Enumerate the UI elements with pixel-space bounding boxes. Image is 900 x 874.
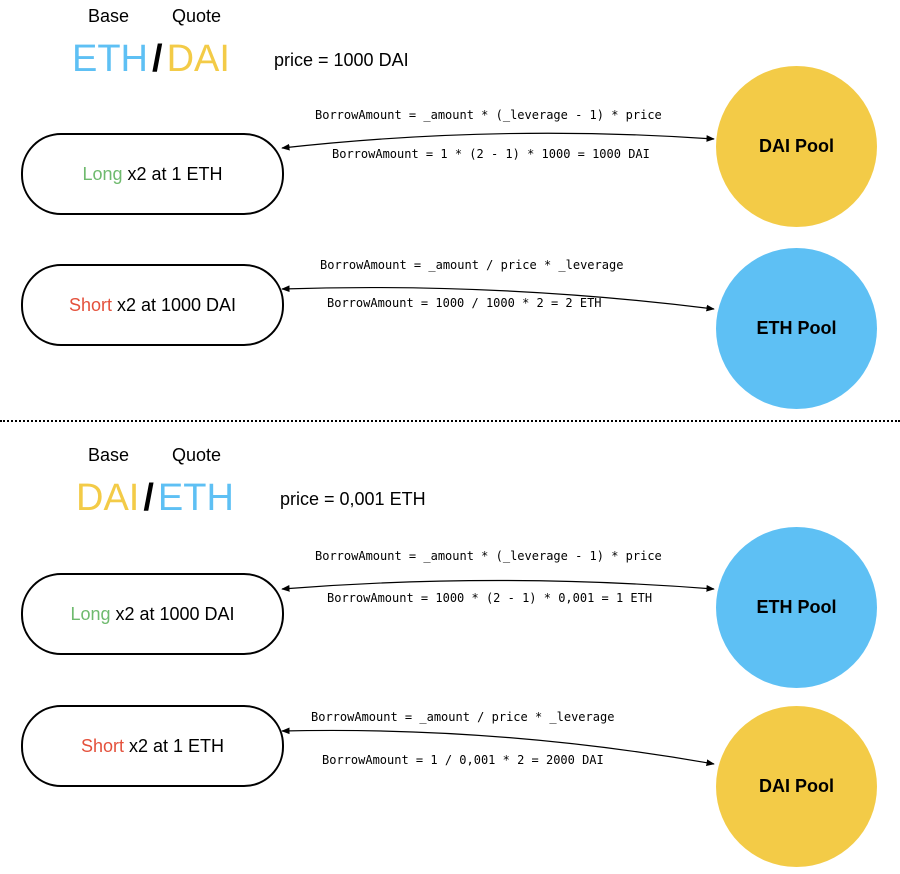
pair-title: DAI/ETH	[76, 477, 234, 520]
short-word: Short	[68, 294, 112, 315]
dai-pool-circle: DAI Pool	[716, 66, 877, 227]
base-label: Base	[88, 6, 130, 26]
dai-pool-circle: DAI Pool	[716, 706, 877, 867]
long-word: Long	[82, 163, 123, 184]
quote-label: Quote	[172, 445, 222, 465]
quote-token: DAI	[166, 38, 230, 80]
eth-pool-circle: ETH Pool	[716, 527, 877, 688]
base-token: DAI	[76, 477, 140, 519]
long-borrow-arrow	[281, 579, 715, 592]
base-label: Base	[88, 445, 130, 465]
long-formula: BorrowAmount = _amount * (_leverage - 1)…	[315, 108, 662, 122]
pair-slash: /	[143, 477, 154, 519]
long-position-text: x2 at 1000 DAI	[115, 603, 235, 624]
base-token: ETH	[72, 38, 148, 80]
pool-label: DAI Pool	[759, 776, 834, 796]
short-borrow-arrow	[281, 727, 715, 767]
pool-label: ETH Pool	[756, 318, 837, 338]
short-formula: BorrowAmount = _amount / price * _levera…	[311, 710, 615, 724]
long-position-text: x2 at 1 ETH	[127, 163, 223, 184]
long-word: Long	[70, 603, 111, 624]
long-borrow-arrow	[281, 132, 715, 151]
short-position-text: x2 at 1000 DAI	[116, 294, 237, 315]
eth-pool-circle: ETH Pool	[716, 248, 877, 409]
pool-label: DAI Pool	[759, 136, 834, 156]
short-borrow-arrow	[281, 285, 715, 312]
long-formula: BorrowAmount = _amount * (_leverage - 1)…	[315, 549, 662, 563]
quote-label: Quote	[172, 6, 222, 26]
pair-slash: /	[152, 38, 163, 80]
price-label: price = 1000 DAI	[274, 50, 409, 70]
pair-title: ETH/DAI	[72, 38, 230, 81]
long-calculation: BorrowAmount = 1000 * (2 - 1) * 0,001 = …	[327, 591, 653, 605]
pool-label: ETH Pool	[756, 597, 837, 617]
short-position-text: x2 at 1 ETH	[128, 735, 225, 756]
section-divider	[0, 420, 900, 422]
quote-token: ETH	[157, 477, 234, 519]
short-formula: BorrowAmount = _amount / price * _levera…	[320, 258, 624, 272]
price-label: price = 0,001 ETH	[280, 489, 426, 509]
short-word: Short	[80, 735, 124, 756]
